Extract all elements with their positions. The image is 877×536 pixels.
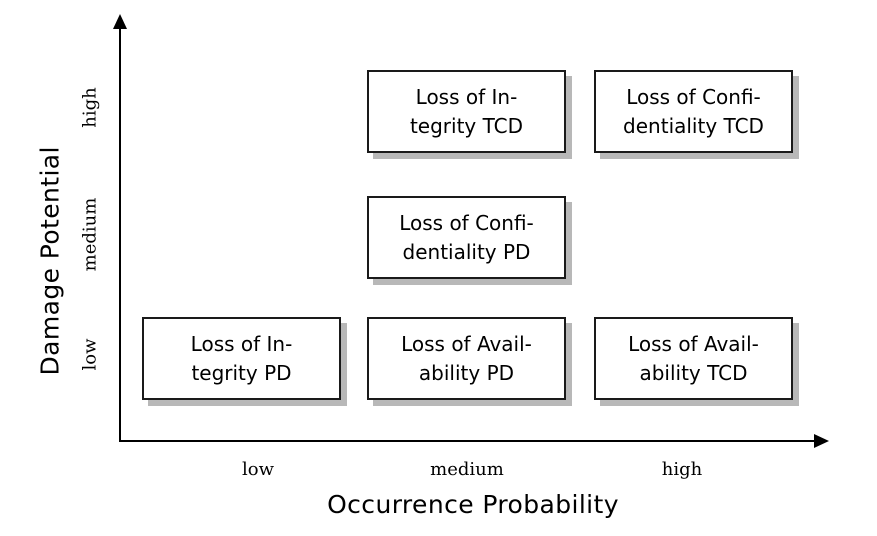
- x-axis-title: Occurrence Probability: [327, 490, 619, 519]
- y-tick-label-low: low: [79, 338, 101, 371]
- risk-box-integrity-pd[interactable]: Loss of In- tegrity PD: [142, 317, 341, 400]
- risk-box-confidentiality-pd[interactable]: Loss of Confi- dentiality PD: [367, 196, 566, 279]
- y-axis-line: [119, 26, 121, 442]
- risk-box-label: Loss of Confi- dentiality PD: [399, 210, 534, 264]
- risk-box-label: Loss of In- tegrity TCD: [409, 84, 524, 138]
- risk-box-availability-pd[interactable]: Loss of Avail- ability PD: [367, 317, 566, 400]
- x-tick-label-medium: medium: [430, 459, 504, 480]
- x-tick-label-low: low: [241, 459, 274, 480]
- y-tick-label-high: high: [79, 87, 101, 128]
- risk-box-integrity-tcd[interactable]: Loss of In- tegrity TCD: [367, 70, 566, 153]
- x-axis-line: [119, 440, 819, 442]
- x-tick-label-high: high: [661, 459, 703, 480]
- risk-box-confidentiality-tcd[interactable]: Loss of Confi- dentiality TCD: [594, 70, 793, 153]
- y-tick-label-medium: medium: [79, 197, 101, 272]
- y-axis-title: Damage Potential: [35, 146, 65, 376]
- risk-box-availability-tcd[interactable]: Loss of Avail- ability TCD: [594, 317, 793, 400]
- risk-box-label: Loss of Avail- ability TCD: [628, 331, 759, 385]
- x-axis-arrowhead-icon: [814, 434, 829, 448]
- y-axis-arrowhead-icon: [113, 14, 127, 29]
- risk-box-label: Loss of Avail- ability PD: [401, 331, 532, 385]
- risk-box-label: Loss of Confi- dentiality TCD: [623, 84, 764, 138]
- risk-box-label: Loss of In- tegrity PD: [190, 331, 293, 385]
